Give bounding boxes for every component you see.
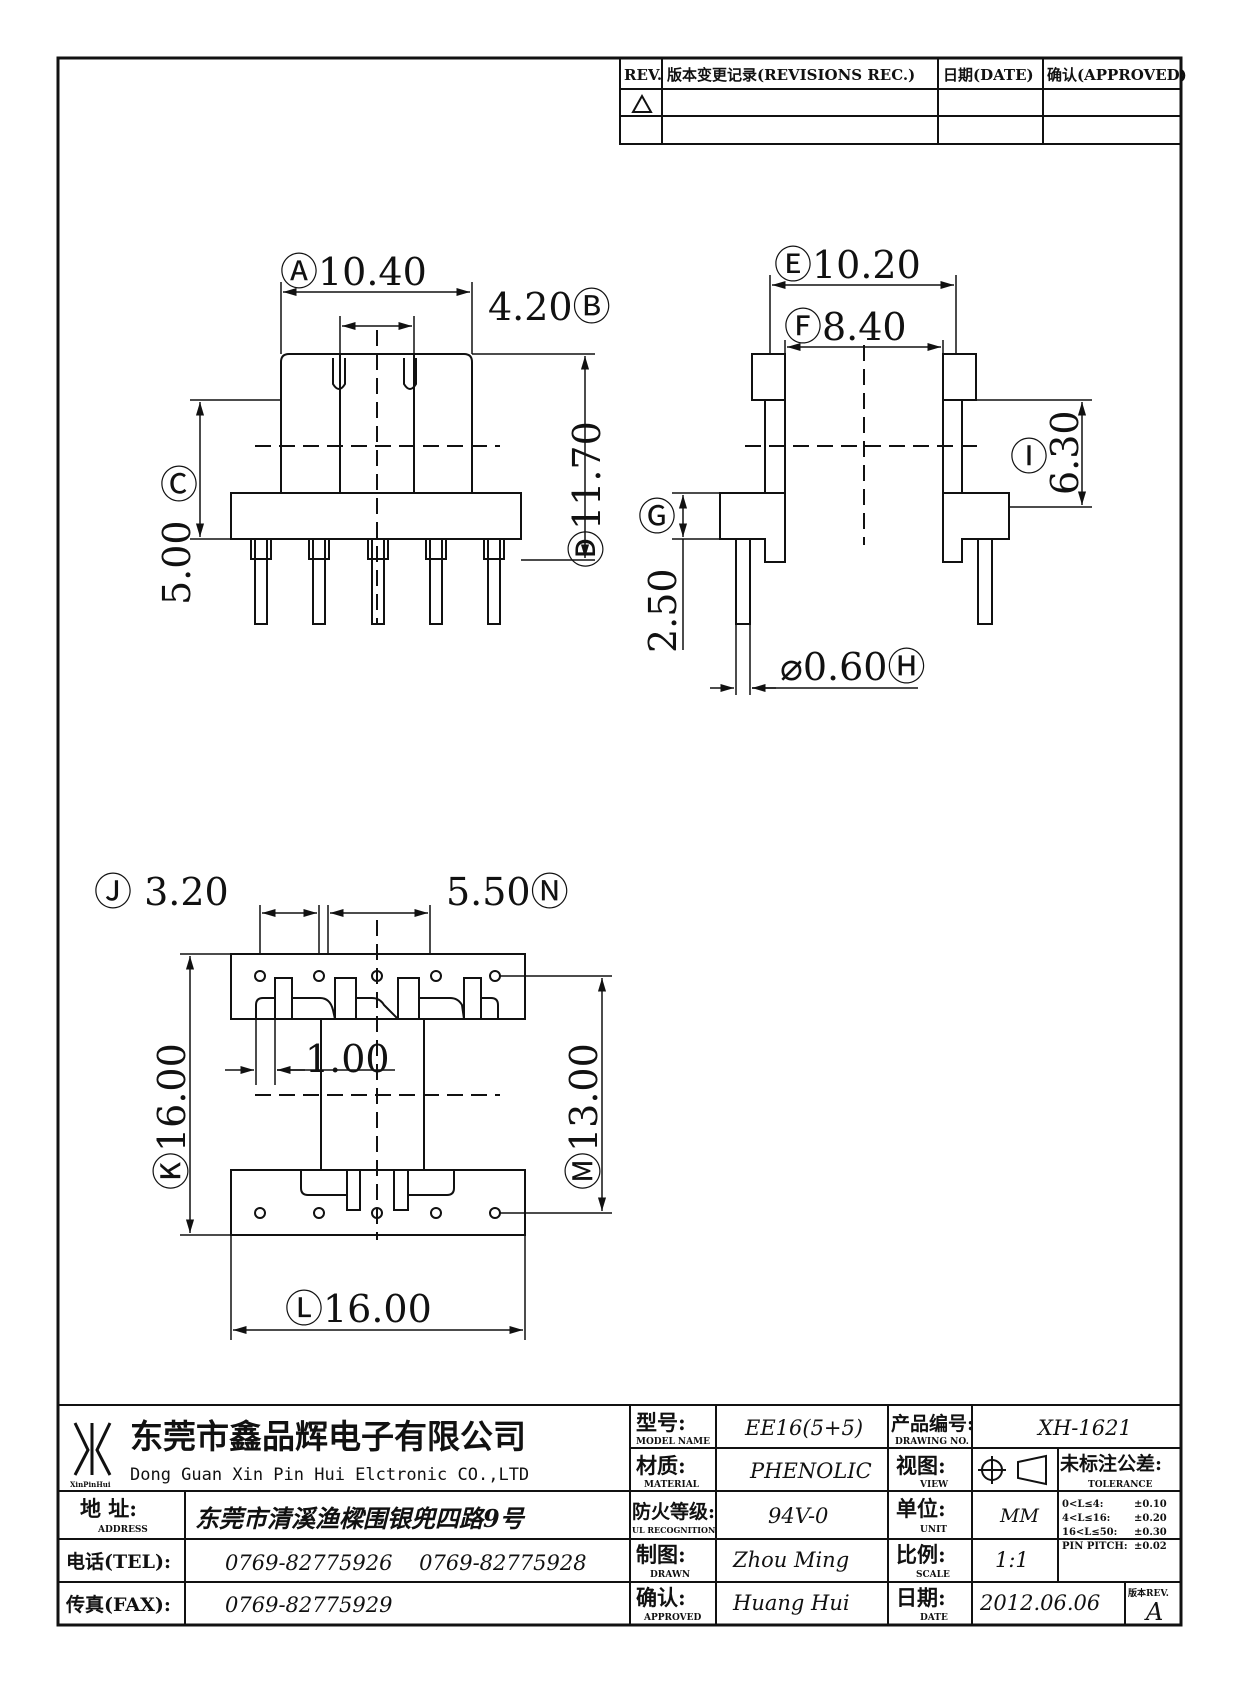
address-label-en: ADDRESS xyxy=(97,1525,148,1535)
drawing-no-label-en: DRAWING NO. xyxy=(895,1437,969,1447)
tolerance-value-2: ±0.20 xyxy=(1134,1513,1167,1524)
date-value: 2012.06.06 xyxy=(979,1591,1100,1615)
scale-label-en: SCALE xyxy=(916,1570,950,1580)
unit-label: 单位: xyxy=(896,1496,946,1521)
dim-f-label: Ⓕ8.40 xyxy=(784,305,907,349)
rev-header: REV. xyxy=(624,66,662,84)
ul-value: 94V-0 xyxy=(768,1504,828,1528)
bottom-dimensions xyxy=(180,905,612,1340)
material-value: PHENOLIC xyxy=(749,1459,872,1483)
approved-label-en: APPROVED xyxy=(643,1613,702,1623)
dim-l-label: Ⓛ16.00 xyxy=(285,1287,432,1331)
tolerance-range-1: 0<L≤4: xyxy=(1062,1499,1103,1510)
scale-label: 比例: xyxy=(896,1542,946,1567)
company-name-cn: 东莞市鑫品辉电子有限公司 xyxy=(130,1417,526,1456)
tolerance-value-1: ±0.10 xyxy=(1134,1499,1167,1510)
tolerance-value-3: ±0.30 xyxy=(1134,1527,1167,1538)
drawing-no-value: XH-1621 xyxy=(1036,1416,1132,1440)
model-label: 型号: xyxy=(636,1410,686,1435)
date-label-en: DATE xyxy=(920,1613,948,1623)
tolerance-title: 未标注公差: xyxy=(1059,1452,1162,1475)
revisions-record-header: 版本变更记录(REVISIONS REC.) xyxy=(667,66,915,84)
fax-label: 传真(FAX): xyxy=(65,1593,171,1616)
dim-i-value: 6.30 xyxy=(1043,410,1087,495)
model-label-en: MODEL NAME xyxy=(636,1437,710,1447)
dim-e-label: Ⓔ10.20 xyxy=(774,243,921,287)
drawn-label: 制图: xyxy=(636,1542,686,1567)
dim-h-label: ⌀0.60Ⓗ xyxy=(780,645,926,689)
material-label: 材质: xyxy=(636,1453,686,1478)
fax-value: 0769-82775929 xyxy=(225,1593,392,1617)
dim-pin-gap-label: 1.00 xyxy=(305,1037,390,1081)
tolerance-range-2: 4<L≤16: xyxy=(1062,1513,1110,1524)
dim-m-label: Ⓜ13.00 xyxy=(562,1043,606,1190)
side-dimensions xyxy=(672,275,1092,695)
revision-date-header: 日期(DATE) xyxy=(943,66,1034,84)
dim-g-marker: Ⓖ xyxy=(638,495,676,539)
tolerance-range-3: 16<L≤50: xyxy=(1062,1527,1117,1538)
side-centerlines xyxy=(745,345,985,545)
rev-value: A xyxy=(1144,1598,1163,1626)
approved-label: 确认: xyxy=(636,1585,686,1610)
address-value: 东莞市清溪渔樑围银兜四路9号 xyxy=(195,1504,526,1533)
logo-text: XinPinHui xyxy=(70,1480,111,1489)
revision-approved-header: 确认(APPROVED) xyxy=(1047,66,1187,84)
unit-label-en: UNIT xyxy=(920,1525,947,1535)
tel-value: 0769-82775926 0769-82775928 xyxy=(225,1551,587,1575)
front-dimensions xyxy=(190,282,595,561)
dim-b-label: 4.20Ⓑ xyxy=(488,285,611,329)
approved-value: Huang Hui xyxy=(732,1591,850,1615)
dim-j-label: Ⓙ 3.20 xyxy=(94,870,229,914)
unit-value: MM xyxy=(999,1505,1039,1527)
revision-table xyxy=(619,57,1182,145)
view-label-en: VIEW xyxy=(919,1480,949,1490)
bottom-centerlines xyxy=(255,920,500,1240)
dim-k-label: Ⓚ16.00 xyxy=(150,1043,194,1190)
front-centerlines xyxy=(255,330,500,625)
drawn-value: Zhou Ming xyxy=(732,1548,849,1572)
drawing-no-label: 产品编号: xyxy=(891,1412,974,1435)
tolerance-title-en: TOLERANCE xyxy=(1088,1480,1153,1490)
tel-label: 电话(TEL): xyxy=(66,1550,171,1573)
address-label: 地 址: xyxy=(80,1496,137,1521)
dim-n-label: 5.50Ⓝ xyxy=(446,870,569,914)
tolerance-range-4: PIN PITCH: xyxy=(1062,1541,1128,1552)
title-block-grid xyxy=(57,1404,1182,1626)
dim-a-label: Ⓐ10.40 xyxy=(280,250,427,294)
ul-label: 防火等级: xyxy=(632,1500,715,1523)
scale-value: 1:1 xyxy=(995,1548,1029,1572)
dim-c-marker: Ⓒ xyxy=(160,463,198,507)
dim-c-value: 5.00 xyxy=(155,520,199,605)
ul-label-en: UL RECOGNITION xyxy=(632,1525,715,1535)
dim-d-label: Ⓓ11.70 xyxy=(565,421,609,568)
material-label-en: MATERIAL xyxy=(644,1480,700,1490)
dim-g-value: 2.50 xyxy=(641,568,685,653)
view-label: 视图: xyxy=(896,1453,946,1478)
date-label: 日期: xyxy=(896,1585,946,1610)
drawn-label-en: DRAWN xyxy=(650,1570,690,1580)
rev-label: 版本REV. xyxy=(1127,1587,1169,1599)
drawing-border xyxy=(56,56,1183,1627)
model-value: EE16(5+5) xyxy=(744,1416,863,1440)
tolerance-value-4: ±0.02 xyxy=(1134,1541,1167,1552)
dim-i-marker: Ⓘ xyxy=(1010,435,1048,479)
company-name-en: Dong Guan Xin Pin Hui Elctronic CO.,LTD xyxy=(130,1465,529,1485)
